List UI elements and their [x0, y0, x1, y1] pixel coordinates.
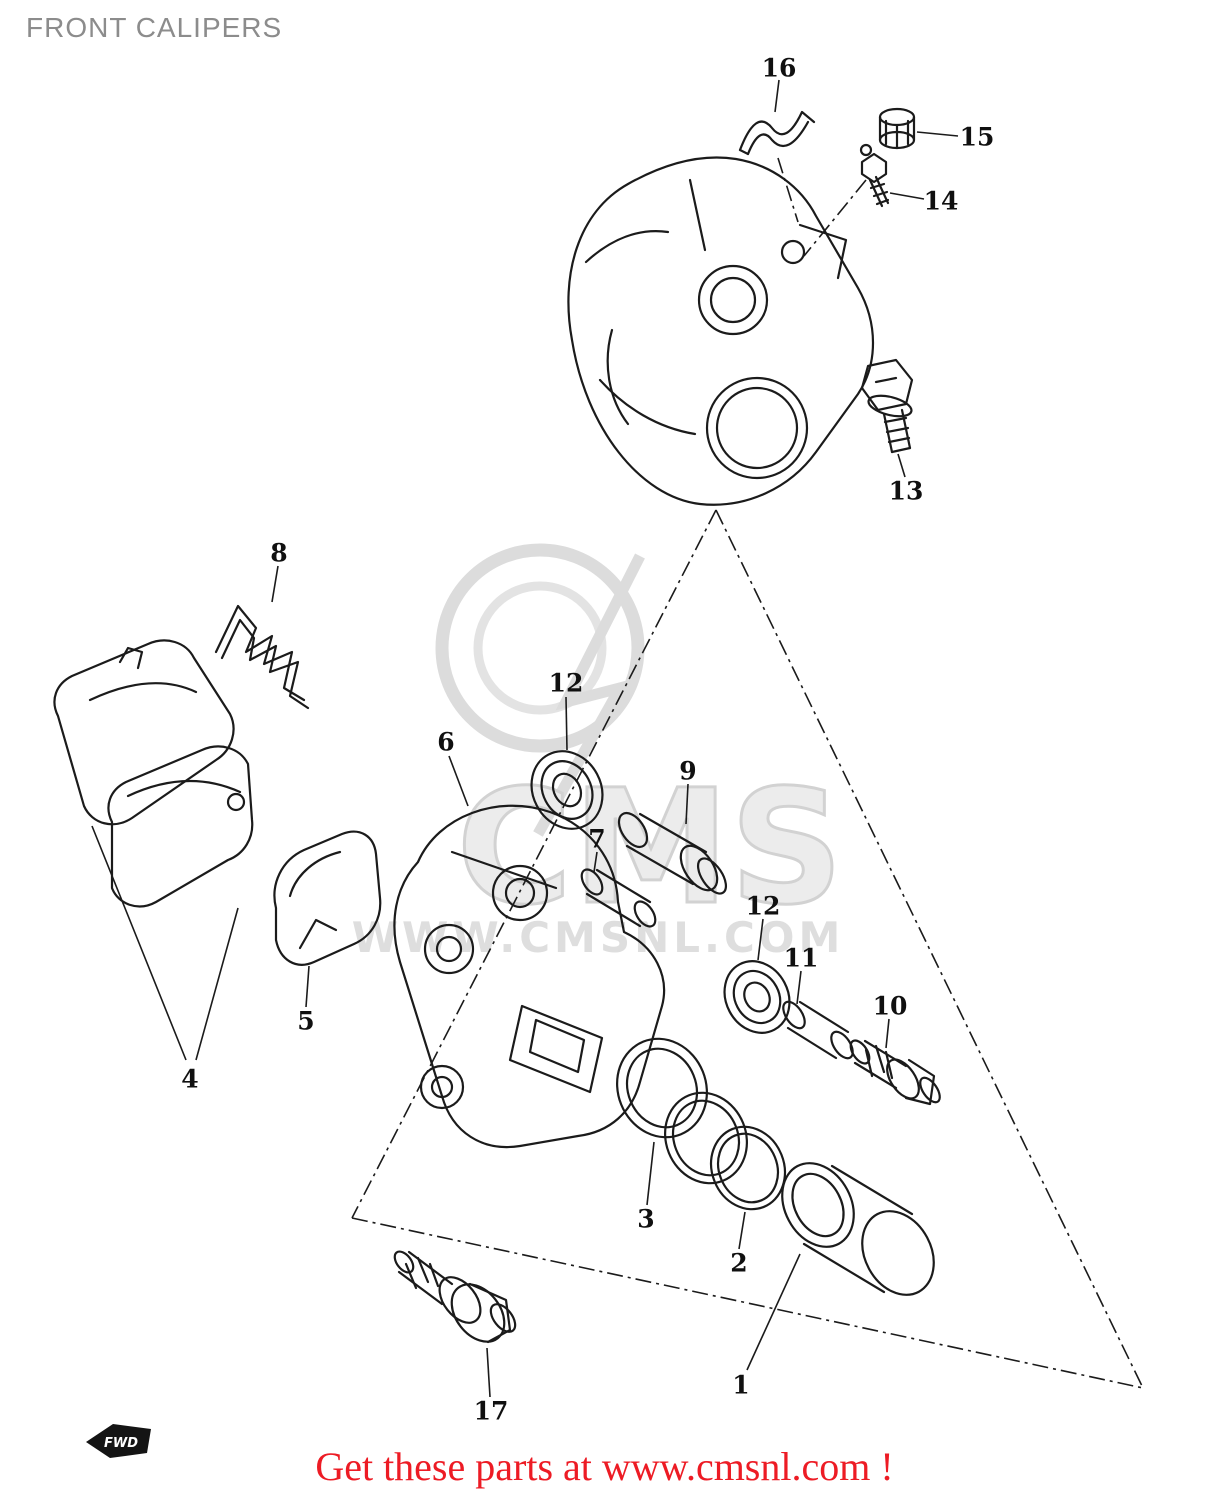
slide-pin-bolt	[849, 1039, 941, 1106]
page-title: FRONT CALIPERS	[26, 12, 283, 43]
bleeder-valve	[859, 143, 890, 208]
diagram-linework	[53, 107, 941, 1344]
part-label-13[interactable]: 13	[888, 476, 924, 506]
part-label-4[interactable]: 4	[181, 1064, 199, 1094]
part-label-3[interactable]: 3	[637, 1204, 655, 1234]
dust-seal	[709, 1125, 787, 1211]
footer-promo-link[interactable]: Get these parts at www.cmsnl.com !	[315, 1444, 894, 1489]
caliper-assembly-top	[567, 156, 874, 506]
part-label-14[interactable]: 14	[923, 186, 959, 216]
piston	[781, 1162, 935, 1296]
brake-pads	[53, 639, 254, 908]
part-label-11[interactable]: 11	[783, 943, 819, 973]
part-label-7[interactable]: 7	[588, 824, 606, 854]
part-label-12-upper[interactable]: 12	[548, 668, 584, 698]
part-label-16[interactable]: 16	[761, 53, 797, 83]
part-label-5[interactable]: 5	[297, 1006, 315, 1036]
pad-spring	[214, 604, 310, 710]
bleeder-cap	[878, 107, 916, 150]
part-label-10[interactable]: 10	[872, 991, 908, 1021]
part-label-2[interactable]: 2	[730, 1248, 748, 1278]
fwd-label: FWD	[104, 1436, 138, 1451]
part-label-8[interactable]: 8	[270, 538, 288, 568]
part-label-17[interactable]: 17	[473, 1396, 509, 1426]
part-label-6[interactable]: 6	[437, 727, 455, 757]
part-label-1[interactable]: 1	[732, 1370, 750, 1400]
part-label-15[interactable]: 15	[959, 122, 995, 152]
slide-pin	[617, 811, 728, 895]
leader-lines	[91, 79, 959, 1398]
watermark: CMS WWW.CMSNL.COM	[352, 543, 845, 962]
part-label-12-lower[interactable]: 12	[745, 891, 781, 921]
pin-boot-upper	[530, 750, 604, 830]
caliper-bolt	[860, 358, 914, 454]
pad-shim	[273, 830, 382, 966]
part-label-9[interactable]: 9	[679, 756, 697, 786]
watermark-brand-text: CMS	[457, 756, 844, 940]
mount-bolt	[393, 1250, 517, 1344]
pin-boot-lower	[723, 960, 791, 1034]
pad-pin	[580, 868, 657, 928]
pin-sleeve	[782, 1000, 854, 1060]
fwd-marker: FWD	[86, 1424, 151, 1458]
construction-lines	[351, 157, 1144, 1389]
pad-clip-top	[738, 110, 816, 156]
